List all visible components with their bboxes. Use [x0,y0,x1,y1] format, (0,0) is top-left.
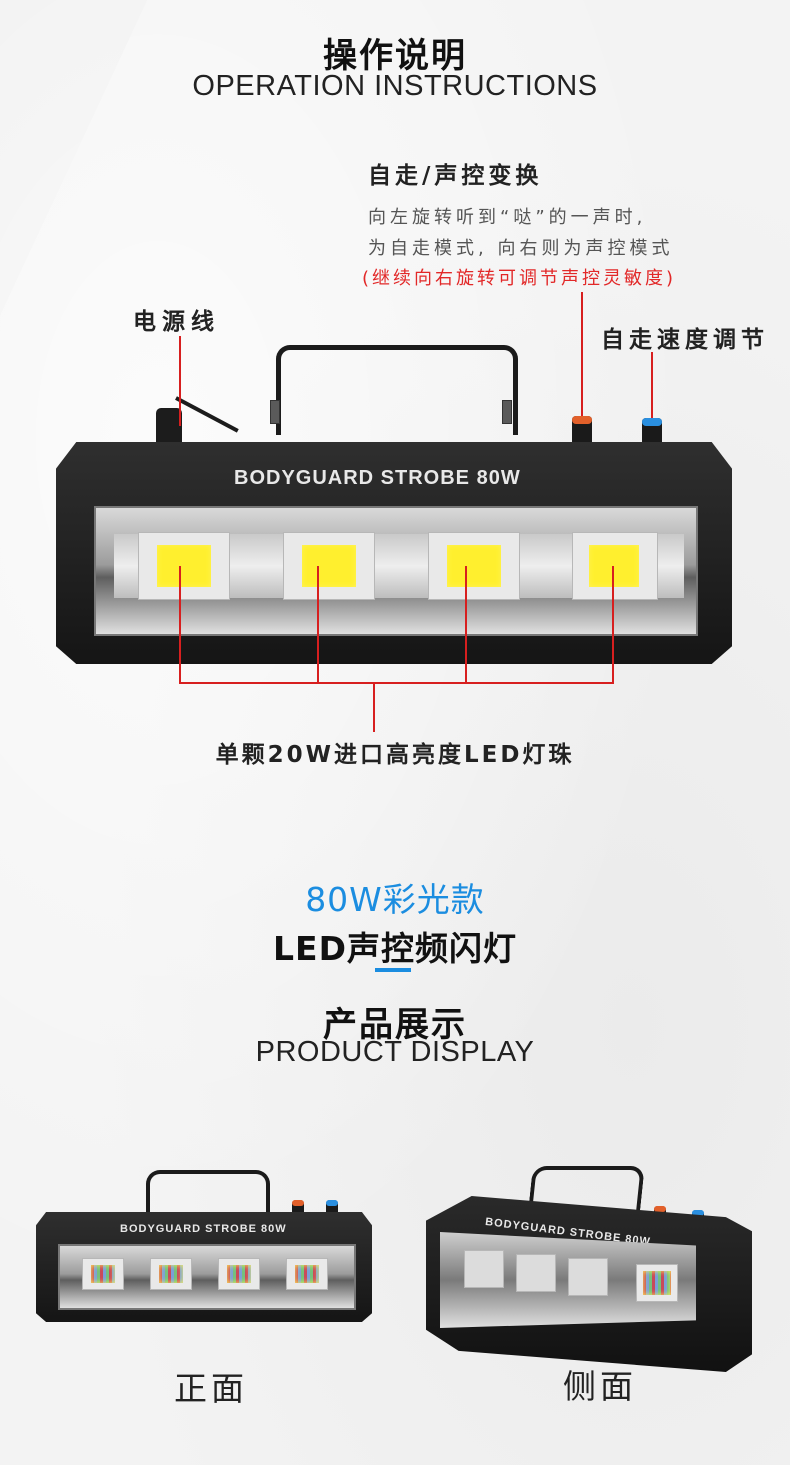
leader-line-led-3 [465,566,467,684]
leader-line-led-2 [317,566,319,684]
side-chip-2 [516,1254,556,1292]
side-chip-4 [636,1264,678,1302]
mode-switch-line1: 向左旋转听到“哒”的一声时, [368,207,647,228]
section-title-en: OPERATION INSTRUCTIONS [192,70,598,102]
led-chip-4 [572,532,658,600]
mode-switch-note: (继续向右旋转可调节声控灵敏度) [362,268,677,289]
leader-line-speed [651,352,653,418]
color-model-title: 80W彩光款 [305,880,485,919]
leader-line-mode [581,292,583,416]
front-brand-text: BODYGUARD STROBE 80W [120,1223,287,1235]
led-chip-3 [428,532,520,600]
leader-line-led-stem [373,682,375,732]
section-title-cn: 操作说明 [323,36,467,76]
led-chip-1 [138,532,230,600]
front-view-label: 正面 [174,1369,248,1408]
mode-knob-cap [572,416,592,424]
side-chip-1 [464,1250,504,1288]
front-chip-1 [82,1258,124,1290]
led-chip-2 [283,532,375,600]
front-handle [146,1170,270,1220]
leader-line-power [179,336,181,426]
front-chip-2 [150,1258,192,1290]
brand-text: BODYGUARD STROBE 80W [234,467,521,489]
leader-line-led-4 [612,566,614,684]
mode-switch-title: 自走/声控变换 [368,163,543,189]
leader-line-led-bus [179,682,614,684]
speed-knob-cap [642,418,662,426]
handle-bolt-left [270,400,280,424]
power-cord-label: 电源线 [133,309,220,335]
display-title-en: PRODUCT DISPLAY [255,1036,535,1068]
handle-bolt-right [502,400,512,424]
display-title-cn: 产品展示 [323,1005,467,1045]
speed-adjust-label: 自走速度调节 [601,327,769,353]
side-view-label: 侧面 [563,1367,637,1406]
leader-line-led-1 [179,566,181,684]
product-name-title: LED声控频闪灯 [273,929,517,968]
mode-switch-line2: 为自走模式, 向右则为声控模式 [368,238,674,259]
front-chip-3 [218,1258,260,1290]
carry-handle [276,345,518,435]
side-chip-3 [568,1258,608,1296]
front-chip-4 [286,1258,328,1290]
led-beads-label: 单颗20W进口高亮度LED灯珠 [215,742,575,768]
accent-underline [375,968,411,972]
power-cord-connector [156,408,182,448]
